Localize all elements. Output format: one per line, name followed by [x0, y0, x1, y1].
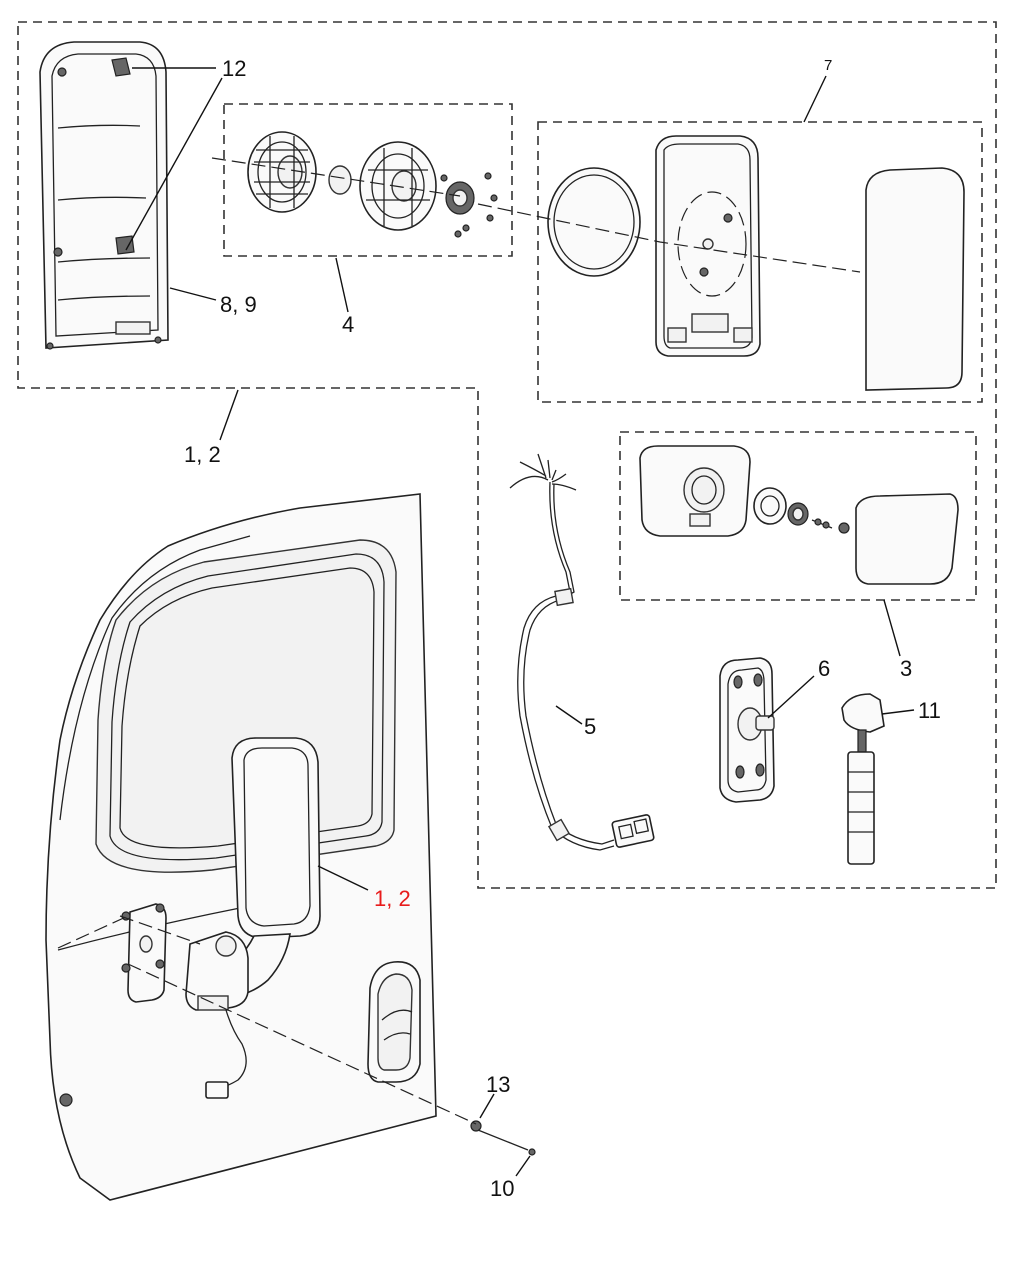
screw-head	[528, 1148, 536, 1156]
assembly-box-7	[537, 121, 983, 403]
cap-bolt	[841, 693, 885, 865]
assembly-box-3	[619, 431, 977, 601]
washer	[470, 1120, 482, 1132]
callout-5: 5	[584, 714, 596, 739]
callout-13: 13	[486, 1072, 510, 1097]
callout-7: 7	[824, 57, 832, 74]
callout-11: 11	[918, 698, 941, 723]
callout-8-9: 8, 9	[220, 292, 257, 317]
callout-3: 3	[900, 656, 912, 681]
callout-1-2-assembly: 1, 2	[184, 442, 221, 467]
mounting-gasket	[719, 657, 775, 803]
callout-4: 4	[342, 312, 354, 337]
mirror-motor-assembly	[247, 131, 498, 238]
wiring-harness	[509, 453, 655, 851]
callout-6: 6	[818, 656, 830, 681]
screw-shank	[477, 1129, 529, 1151]
installed-mirror	[121, 737, 321, 1099]
alignment-lines	[57, 157, 861, 1125]
spotter-mirror-assembly	[639, 445, 959, 585]
callout-1-2-mirror: 1, 2	[374, 886, 411, 911]
callout-12: 12	[222, 56, 246, 81]
assembly-box-4	[223, 103, 513, 257]
callout-10: 10	[490, 1176, 514, 1201]
assembly-box-1-2	[17, 21, 997, 889]
leader-lines	[125, 67, 915, 1177]
mirror-housing-shell	[39, 41, 169, 350]
mirror-glass-assembly	[547, 135, 965, 391]
